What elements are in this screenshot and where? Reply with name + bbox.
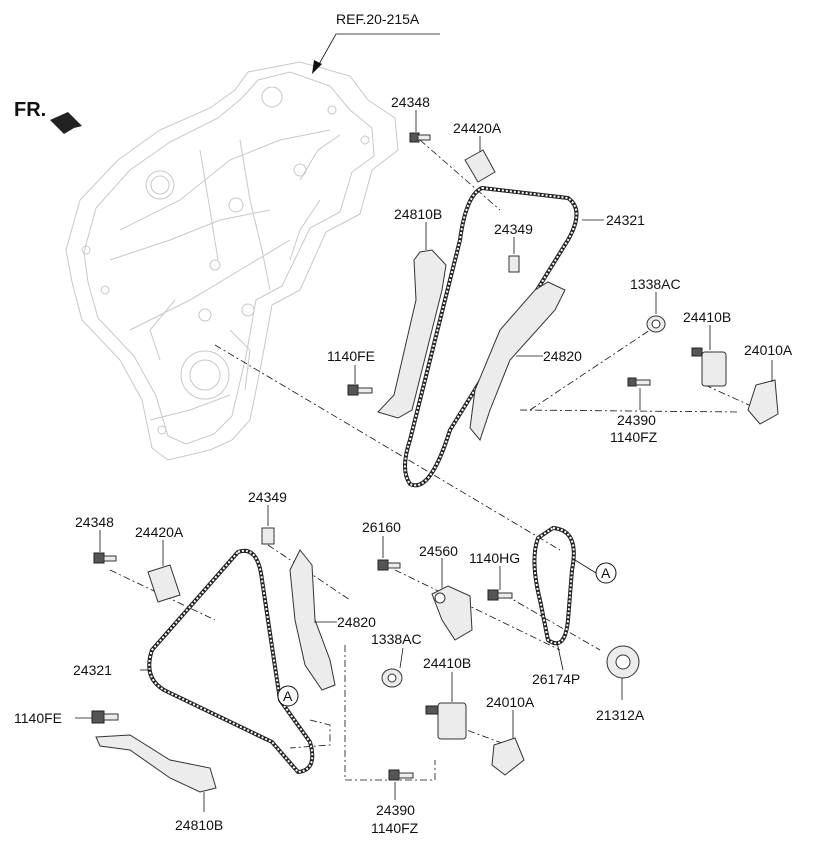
label-24810b-upper: 24810B [394, 206, 442, 222]
label-1140fz-lower: 1140FZ [371, 820, 419, 836]
pin-24349-upper [508, 255, 520, 273]
bolt-24390-lower [388, 769, 414, 781]
oil-pump-chain [532, 526, 576, 646]
callout-a-right-label: A [601, 565, 611, 581]
bolt-1140fe-lower [91, 710, 119, 724]
label-24810b-lower: 24810B [175, 817, 223, 833]
sprocket-21312a [606, 645, 640, 679]
label-1338ac-lower: 1338AC [371, 631, 422, 647]
chain-guide-top-24420a [464, 149, 496, 183]
label-24321-upper: 24321 [606, 212, 645, 228]
label-24348-upper: 24348 [391, 94, 430, 110]
reference-arrowhead [312, 60, 322, 74]
front-arrow-icon [50, 112, 82, 134]
bolt-1140fe-upper [347, 384, 373, 396]
label-24349-lower: 24349 [248, 489, 287, 505]
callout-a-right: A [574, 559, 617, 584]
label-24820-lower: 24820 [337, 614, 376, 630]
callout-a-left: A [277, 685, 299, 707]
label-24410b-upper: 24410B [683, 309, 731, 325]
label-24010a-upper: 24010A [744, 342, 793, 358]
gasket-24010a-lower [491, 737, 525, 776]
front-marker: FR. [14, 99, 82, 134]
alignment-lines [109, 139, 761, 781]
lower-timing-chain [147, 548, 315, 774]
engine-front-cover-outline [65, 61, 399, 461]
front-label: FR. [14, 99, 46, 121]
label-24410b-lower: 24410B [423, 655, 471, 671]
label-24349-upper: 24349 [494, 221, 533, 237]
bolt-24390-upper [627, 377, 651, 387]
gasket-24010a-upper [747, 379, 779, 425]
tensioner-arm-24820-lower [289, 549, 336, 691]
label-24560: 24560 [419, 543, 458, 559]
label-1140fe-upper: 1140FE [327, 348, 375, 364]
chain-guide-24810b-upper [377, 249, 447, 419]
chain-guide-24810b-lower [95, 734, 217, 793]
washer-1338ac-upper [646, 315, 666, 333]
tensioner-arm-24820-upper [469, 281, 566, 442]
part-labels: 24348 24420A 24810B 24349 24321 1338AC 2… [14, 94, 793, 836]
label-1140hg: 1140HG [469, 550, 520, 566]
reference-label: REF.20-215A [336, 11, 420, 27]
label-24420a-upper: 24420A [453, 120, 502, 136]
label-1338ac-upper: 1338AC [630, 276, 681, 292]
washer-1338ac-lower [381, 668, 403, 688]
label-26174p: 26174P [532, 671, 580, 687]
label-26160: 26160 [362, 519, 401, 535]
bolt-26160 [377, 559, 401, 571]
bolt-24348-lower [93, 552, 117, 564]
label-21312a: 21312A [596, 707, 645, 723]
label-1140fe-lower: 1140FE [14, 710, 62, 726]
label-24321-lower: 24321 [73, 662, 112, 678]
oil-pump-tensioner-24560 [431, 585, 473, 641]
label-24820-upper: 24820 [543, 348, 582, 364]
chain-guide-24420a-lower [147, 564, 181, 603]
label-24390-upper: 24390 [617, 412, 656, 428]
tensioner-24410b-lower [425, 702, 467, 740]
upper-timing-chain [403, 186, 579, 488]
label-24010a-lower: 24010A [486, 694, 535, 710]
label-24348-lower: 24348 [75, 514, 114, 530]
label-24420a-lower: 24420A [135, 524, 184, 540]
label-1140fz-upper: 1140FZ [610, 429, 658, 445]
leader-lines [75, 110, 773, 812]
bolt-24348-upper [409, 132, 431, 143]
callout-a-left-label: A [283, 688, 293, 704]
tensioner-24410b-upper [691, 347, 727, 387]
bolt-1140hg [487, 589, 513, 601]
label-24390-lower: 24390 [376, 802, 415, 818]
reference-pointer: REF.20-215A [312, 11, 440, 74]
pin-24349-lower [261, 527, 275, 545]
